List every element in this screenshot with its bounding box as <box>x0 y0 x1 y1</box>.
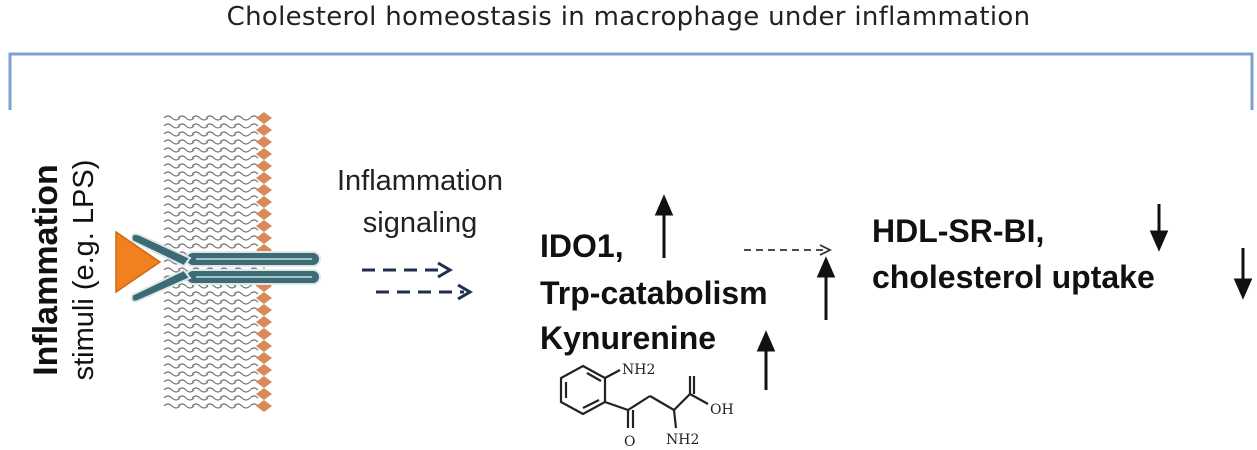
molecule-o-bottom: O <box>624 434 635 450</box>
signaling-dashed-arrows <box>362 268 464 294</box>
ido1-label: IDO1, <box>540 228 624 264</box>
trp-catabolism-label: Trp-catabolism <box>540 275 768 311</box>
molecule-nh2-top: NH2 <box>622 362 655 378</box>
kynurenine-structure <box>559 364 709 429</box>
molecule-oh: OH <box>710 402 734 418</box>
receptor-icon <box>130 232 321 303</box>
pathway-dashed-arrow <box>744 244 833 256</box>
molecule-nh2-bottom: NH2 <box>666 432 699 448</box>
title-bracket <box>8 52 1254 110</box>
down-arrows <box>1149 204 1253 300</box>
signaling-line1: Inflammation <box>336 165 503 197</box>
signaling-arrowheads <box>437 261 473 301</box>
hdl-sr-bi-label: HDL-SR-BI, <box>872 213 1045 249</box>
cholesterol-uptake-label: cholesterol uptake <box>872 259 1155 295</box>
lps-ligand-icon <box>115 230 162 294</box>
up-arrows <box>654 194 836 390</box>
membrane-heads <box>256 112 272 412</box>
signaling-label: Inflammation signaling <box>300 160 540 244</box>
signaling-line2: signaling <box>362 207 478 239</box>
diagram-title: Cholesterol homeostasis in macrophage un… <box>226 2 1031 32</box>
kynurenine-label: Kynurenine <box>540 320 717 356</box>
